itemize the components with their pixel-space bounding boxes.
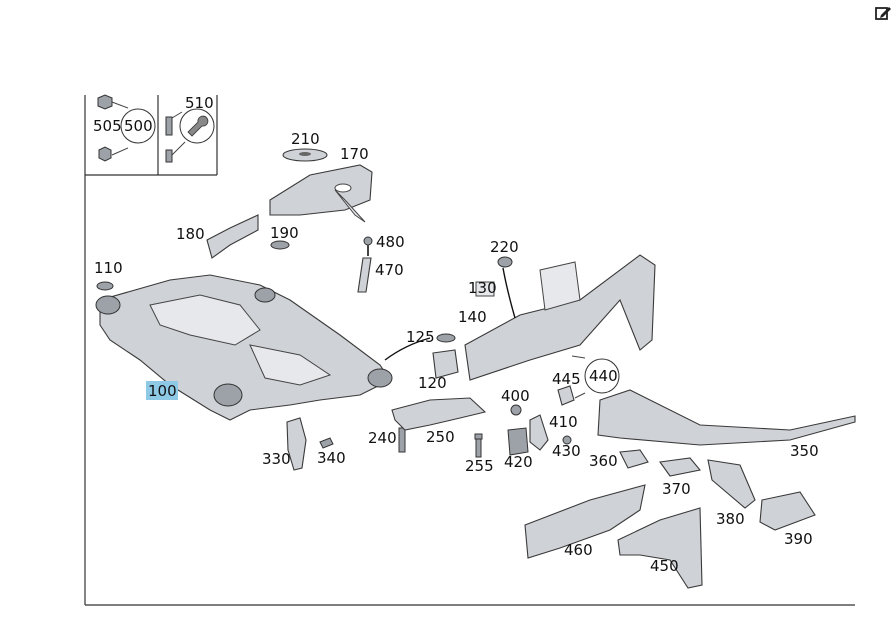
strut-470-480	[357, 236, 373, 293]
control-arm-250	[391, 397, 487, 453]
bolt-340	[319, 437, 334, 449]
callout-350[interactable]: 350	[790, 442, 819, 460]
callout-505[interactable]: 505	[93, 117, 122, 135]
callout-120[interactable]: 120	[418, 374, 447, 392]
callout-460[interactable]: 460	[564, 541, 593, 559]
callout-labels: 100 110 120 125 130 140 170 180 190 210 …	[93, 94, 819, 575]
callout-125[interactable]: 125	[406, 328, 435, 346]
callout-210[interactable]: 210	[291, 130, 320, 148]
subframe-100	[95, 274, 393, 421]
callout-400[interactable]: 400	[501, 387, 530, 405]
callout-410[interactable]: 410	[549, 413, 578, 431]
bracket-330	[286, 417, 307, 471]
bracket-360	[619, 449, 649, 469]
mount-plate-210	[282, 148, 328, 162]
member-350	[597, 389, 856, 446]
wheelhouse-450	[617, 507, 703, 589]
callout-380[interactable]: 380	[716, 510, 745, 528]
bolt-255	[474, 433, 483, 458]
bracket-390	[759, 491, 816, 531]
bracket-370	[659, 457, 702, 477]
bushings-120-125	[432, 333, 459, 379]
callout-450[interactable]: 450	[650, 557, 679, 575]
member-460	[524, 484, 646, 559]
callout-330[interactable]: 330	[262, 450, 291, 468]
callout-130[interactable]: 130	[468, 279, 497, 297]
callout-190[interactable]: 190	[270, 224, 299, 242]
callout-420[interactable]: 420	[504, 453, 533, 471]
callout-480[interactable]: 480	[376, 233, 405, 251]
edit-icon[interactable]	[874, 4, 892, 22]
callout-440[interactable]: 440	[589, 367, 618, 385]
callout-370[interactable]: 370	[662, 480, 691, 498]
bushing-110	[96, 281, 114, 291]
callout-445[interactable]: 445	[552, 370, 581, 388]
callout-100[interactable]: 100	[148, 382, 177, 400]
bracket-380	[707, 459, 756, 509]
fastener-kit-500	[97, 94, 156, 162]
callout-360[interactable]: 360	[589, 452, 618, 470]
small-parts-400-445	[507, 355, 620, 456]
callout-170[interactable]: 170	[340, 145, 369, 163]
callout-180[interactable]: 180	[176, 225, 205, 243]
callout-110[interactable]: 110	[94, 259, 123, 277]
callout-220[interactable]: 220	[490, 238, 519, 256]
callout-250[interactable]: 250	[426, 428, 455, 446]
callout-340[interactable]: 340	[317, 449, 346, 467]
bracket-180	[206, 214, 259, 259]
callout-500[interactable]: 500	[124, 117, 153, 135]
callout-255[interactable]: 255	[465, 457, 494, 475]
callout-470[interactable]: 470	[375, 261, 404, 279]
diagram-frame	[84, 95, 855, 606]
part-190	[270, 240, 290, 250]
tool-kit-510	[165, 108, 215, 163]
callout-510[interactable]: 510	[185, 94, 214, 112]
longitudinal-member	[464, 254, 656, 381]
callout-240[interactable]: 240	[368, 429, 397, 447]
callout-430[interactable]: 430	[552, 442, 581, 460]
selected-callout-highlight	[146, 381, 178, 400]
callout-390[interactable]: 390	[784, 530, 813, 548]
bracket-170	[269, 164, 373, 223]
callout-140[interactable]: 140	[458, 308, 487, 326]
